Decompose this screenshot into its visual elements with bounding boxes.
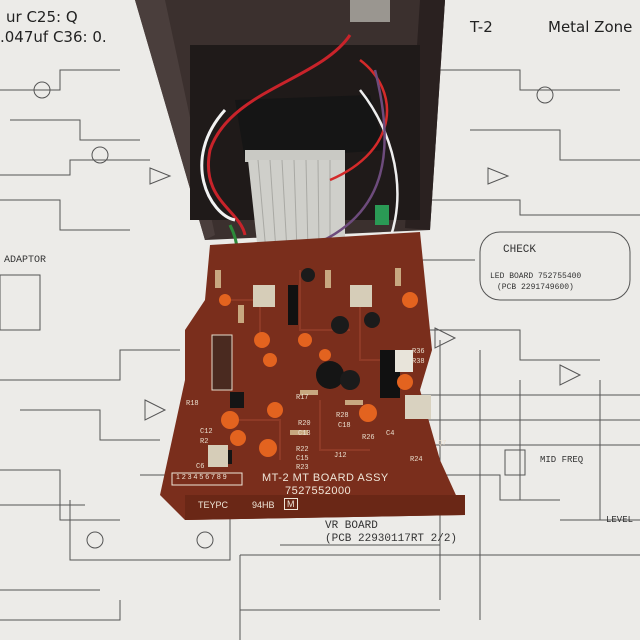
component-label: R18	[186, 400, 199, 408]
electrolytic-cap-2	[340, 370, 360, 390]
ceramic-caps	[219, 292, 418, 457]
electrolytic-cap-1	[316, 361, 344, 389]
handwritten-note-line2: .047uf C36: 0.	[0, 28, 107, 46]
component-label: C13	[298, 430, 311, 438]
electrolytic-cap-5	[364, 312, 380, 328]
pcb-part-number: 7527552000	[285, 485, 352, 497]
schematic-label-level: LEVEL	[606, 515, 634, 525]
silk-grid	[171, 472, 243, 486]
pcb-edge	[185, 495, 465, 520]
trimmer	[395, 350, 413, 372]
schematic-lines	[0, 69, 640, 640]
ribbon-lines	[257, 159, 331, 253]
component-label: R23	[296, 464, 309, 472]
component-label: R28	[336, 412, 349, 420]
electrolytic-cap-3	[331, 316, 349, 334]
handwritten-note-line1: ur C25: Q	[6, 8, 78, 26]
component-label: Q7	[438, 440, 447, 448]
handwritten-model: T-2	[470, 18, 493, 36]
film-capacitor-4	[208, 445, 228, 467]
schematic-label-led-pcb: (PCB 2291749600)	[497, 283, 574, 292]
component-label: C18	[338, 422, 351, 430]
film-capacitor-1	[253, 285, 275, 307]
top-board	[235, 95, 385, 160]
component-label: C15	[296, 455, 309, 463]
component-label: J12	[334, 452, 347, 460]
schematic-label-check: CHECK	[503, 244, 537, 256]
electrolytic-cap-4	[301, 268, 315, 282]
pin-header	[211, 334, 233, 391]
pcb-rating: 94HB	[252, 500, 275, 510]
film-capacitor-2	[350, 285, 372, 307]
ribbon-cable	[248, 160, 345, 252]
component-label: R17	[296, 394, 309, 402]
component-label: R20	[298, 420, 311, 428]
transistor	[230, 392, 244, 408]
schematic-label-vr-pcb: (PCB 22930117RT 2/2)	[325, 533, 458, 545]
footswitch-jack	[350, 0, 390, 22]
component-label: C4	[386, 430, 395, 438]
pcb-maker: TEYPC	[198, 500, 229, 510]
schematic-label-led-board: LED BOARD 752755400	[490, 272, 582, 281]
white-wire	[200, 108, 236, 222]
pcb-title: MT-2 MT BOARD ASSY	[262, 472, 389, 484]
component-label: C6	[196, 463, 205, 471]
schematic-label-mid-freq: MID FREQ	[540, 455, 584, 465]
component-label: R26	[362, 434, 375, 442]
red-wire	[206, 34, 352, 236]
component-label: C12	[200, 428, 213, 436]
component-label: R36	[412, 348, 425, 356]
pcb-grid-digits: 1 2 3 4 5 6 7 8 9	[176, 474, 227, 481]
component-label: R22	[296, 446, 309, 454]
handwritten-name: Metal Zone	[548, 18, 633, 36]
ribbon-connector	[245, 150, 345, 162]
green-capacitor	[375, 205, 389, 225]
film-capacitor-3	[405, 395, 431, 419]
red-wire-right	[329, 59, 389, 182]
component-label: R24	[410, 456, 423, 464]
pcb-board	[160, 232, 465, 520]
schematic-label-adaptor: ADAPTOR	[4, 255, 47, 266]
pcb-cert-mark: M	[284, 498, 298, 510]
resistors	[215, 268, 401, 435]
transistor-strip	[288, 285, 298, 325]
component-label: R2	[200, 438, 209, 446]
component-label: R38	[412, 358, 425, 366]
schematic-label-vr-board: VR BOARD	[325, 520, 378, 532]
